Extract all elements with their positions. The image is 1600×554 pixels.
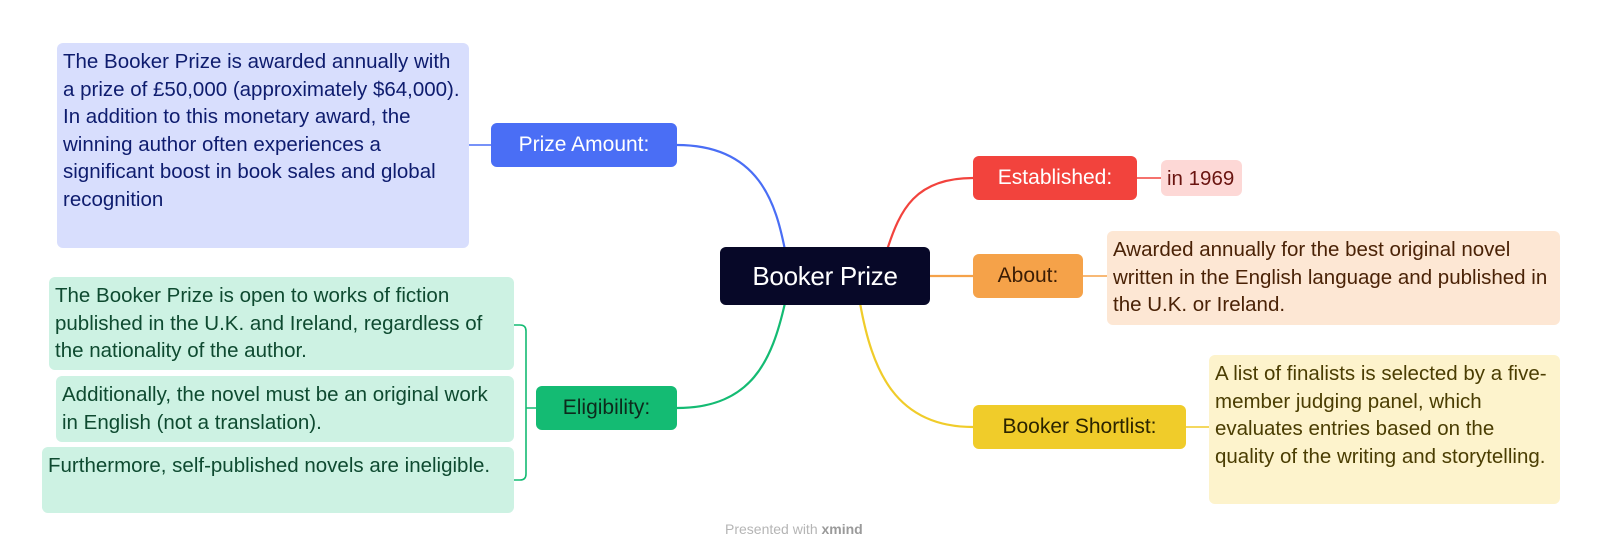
topic-booker-shortlist[interactable]: Booker Shortlist: [973, 405, 1186, 449]
about-detail[interactable]: Awarded annually for the best original n… [1107, 231, 1560, 325]
footer-credit: Presented with xmind [725, 521, 863, 537]
established-detail[interactable]: in 1969 [1161, 160, 1242, 196]
shortlist-detail[interactable]: A list of finalists is selected by a fiv… [1209, 355, 1560, 504]
connector-eligibility-bracket [514, 324, 536, 481]
eligibility-detail-3[interactable]: Furthermore, self-published novels are i… [42, 447, 514, 513]
topic-established[interactable]: Established: [973, 156, 1137, 200]
topic-eligibility[interactable]: Eligibility: [536, 386, 677, 430]
eligibility-detail-1[interactable]: The Booker Prize is open to works of fic… [49, 277, 514, 370]
topic-about[interactable]: About: [973, 254, 1083, 298]
footer-prefix: Presented with [725, 521, 818, 537]
eligibility-detail-2[interactable]: Additionally, the novel must be an origi… [56, 376, 514, 442]
central-topic[interactable]: Booker Prize [720, 247, 930, 305]
connector-eligibility [676, 302, 787, 410]
topic-prize-amount[interactable]: Prize Amount: [491, 123, 677, 167]
xmind-logo: xmind [821, 521, 863, 537]
connector-prize-amount [676, 143, 787, 251]
connector-shortlist [858, 302, 974, 429]
connector-established [885, 176, 974, 251]
prize-amount-detail[interactable]: The Booker Prize is awarded annually wit… [57, 43, 469, 248]
